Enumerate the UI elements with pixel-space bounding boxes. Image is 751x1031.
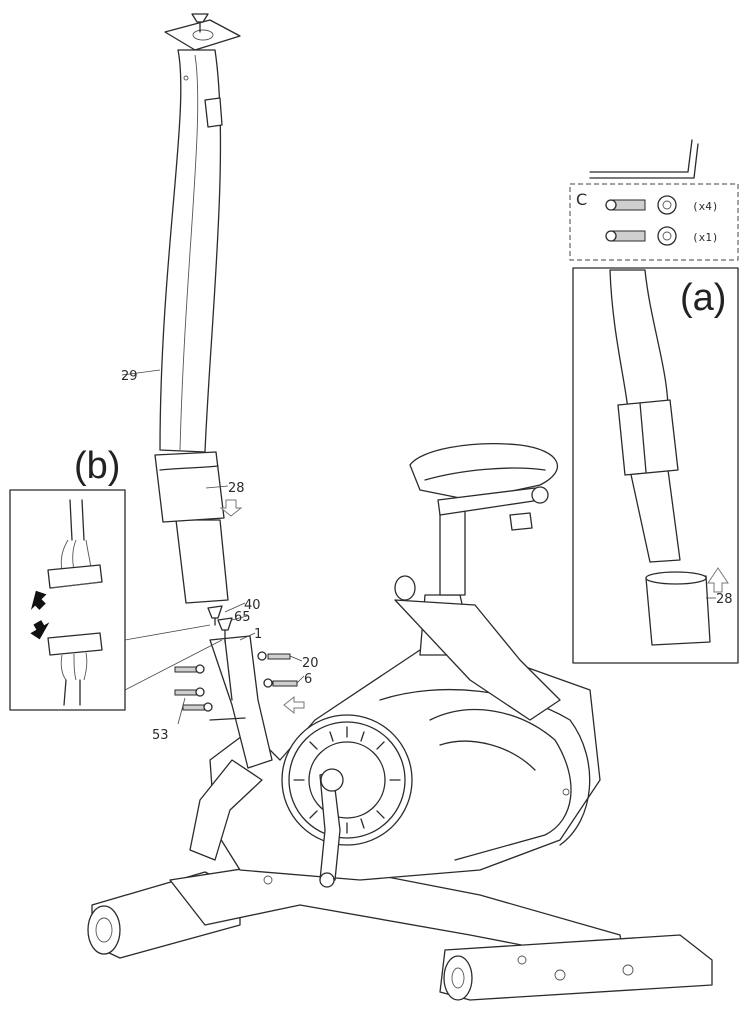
detail-panel-a xyxy=(569,139,739,664)
part-label-53: 53 xyxy=(152,728,169,743)
part-label-6: 6 xyxy=(304,672,312,687)
part-label-40: 40 xyxy=(244,598,261,613)
bolts-washers xyxy=(174,651,305,715)
hardware-kit-letter: C xyxy=(576,190,587,209)
part-label-20: 20 xyxy=(302,656,319,671)
cable-connectors xyxy=(207,605,233,643)
panel-b-title: (b) xyxy=(74,445,120,487)
part-label-28-detail: 28 xyxy=(716,592,733,607)
detail-panel-b xyxy=(9,489,223,711)
part-label-29: 29 xyxy=(121,369,138,384)
part-label-65: 65 xyxy=(234,610,251,625)
leader-lines xyxy=(121,369,716,725)
bike-frame xyxy=(87,443,713,1001)
hardware-qty-row1: (x4) xyxy=(692,200,719,213)
handlebar-post xyxy=(154,13,243,604)
hardware-qty-row2: (x1) xyxy=(692,231,719,244)
panel-a-title: (a) xyxy=(680,277,726,319)
part-label-1: 1 xyxy=(254,627,262,642)
part-label-28: 28 xyxy=(228,481,245,496)
